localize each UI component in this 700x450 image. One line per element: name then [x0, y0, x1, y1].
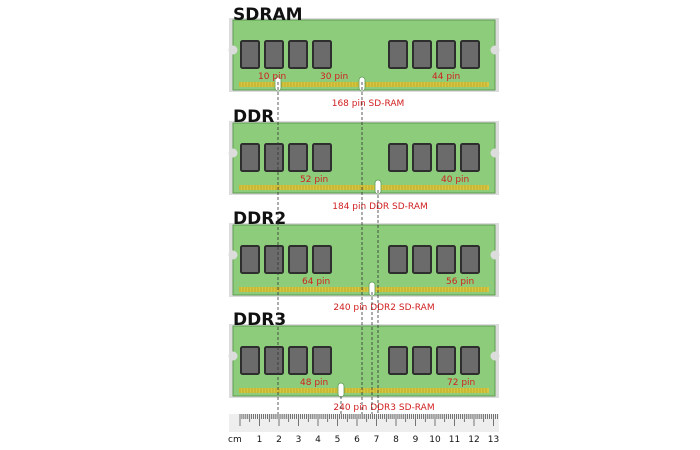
segment-label: 44 pin	[432, 72, 460, 82]
side-notch	[490, 148, 500, 158]
segment-label: 64 pin	[302, 277, 330, 287]
segment-label: 56 pin	[446, 277, 474, 287]
memory-chip	[460, 245, 480, 274]
memory-chip	[288, 245, 308, 274]
memory-chip	[436, 245, 456, 274]
segment-label: 10 pin	[258, 72, 286, 82]
memory-chip	[312, 346, 332, 375]
memory-chip	[460, 143, 480, 172]
memory-chip	[412, 245, 432, 274]
memory-chip	[312, 245, 332, 274]
memory-chip	[388, 143, 408, 172]
contact-strip	[239, 388, 489, 393]
ruler-label: 9	[413, 435, 419, 445]
ruler-label: 4	[315, 435, 321, 445]
ruler-label: 2	[276, 435, 282, 445]
module-ddr2	[228, 223, 500, 297]
memory-chip	[412, 40, 432, 69]
memory-chip	[436, 40, 456, 69]
memory-chip	[436, 346, 456, 375]
memory-chip	[460, 346, 480, 375]
memory-chip	[436, 143, 456, 172]
key-notch	[368, 281, 376, 297]
memory-chip	[288, 346, 308, 375]
memory-chip	[388, 346, 408, 375]
side-notch	[490, 45, 500, 55]
memory-chip	[312, 143, 332, 172]
contact-strip	[239, 185, 489, 190]
ruler-label: 12	[468, 435, 479, 445]
memory-chip	[288, 143, 308, 172]
memory-chip	[312, 40, 332, 69]
ruler-label: 1	[257, 435, 263, 445]
module-title: DDR2	[233, 209, 286, 229]
module-ddr3	[228, 324, 500, 398]
ruler-label: 11	[449, 435, 460, 445]
memory-chip	[388, 245, 408, 274]
ruler-label: 8	[393, 435, 399, 445]
memory-chip	[264, 40, 284, 69]
ruler-label: 7	[374, 435, 380, 445]
memory-chip	[240, 346, 260, 375]
total-pin-label: 240 pin DDR3 SD-RAM	[333, 403, 434, 413]
memory-chip	[264, 245, 284, 274]
memory-chip	[412, 143, 432, 172]
module-title: SDRAM	[233, 5, 303, 25]
segment-label: 40 pin	[441, 175, 469, 185]
ruler-unit: cm	[228, 435, 242, 445]
module-title: DDR3	[233, 310, 286, 330]
side-notch	[490, 250, 500, 260]
module-sdram	[228, 18, 500, 92]
memory-chip	[288, 40, 308, 69]
segment-label: 52 pin	[300, 175, 328, 185]
segment-label: 48 pin	[300, 378, 328, 388]
side-notch	[490, 351, 500, 361]
ruler-label: 5	[335, 435, 341, 445]
ruler-label: 6	[354, 435, 360, 445]
side-notch	[228, 148, 238, 158]
side-notch	[228, 250, 238, 260]
ruler	[229, 414, 499, 432]
memory-chip	[240, 245, 260, 274]
ruler-label: 3	[296, 435, 302, 445]
memory-chip	[264, 143, 284, 172]
memory-chip	[388, 40, 408, 69]
total-pin-label: 240 pin DDR2 SD-RAM	[333, 303, 434, 313]
ruler-label: 13	[488, 435, 499, 445]
module-title: DDR	[233, 107, 274, 127]
key-notch	[337, 382, 345, 398]
key-notch	[374, 179, 382, 195]
side-notch	[228, 351, 238, 361]
total-pin-label: 168 pin SD-RAM	[332, 99, 405, 109]
memory-chip	[240, 143, 260, 172]
memory-chip	[264, 346, 284, 375]
memory-chip	[412, 346, 432, 375]
memory-chip	[460, 40, 480, 69]
ruler-label: 10	[429, 435, 441, 445]
module-ddr	[228, 121, 500, 195]
segment-label: 72 pin	[447, 378, 475, 388]
side-notch	[228, 45, 238, 55]
contact-strip	[239, 287, 489, 292]
segment-label: 30 pin	[320, 72, 348, 82]
total-pin-label: 184 pin DDR SD-RAM	[332, 202, 428, 212]
memory-chip	[240, 40, 260, 69]
